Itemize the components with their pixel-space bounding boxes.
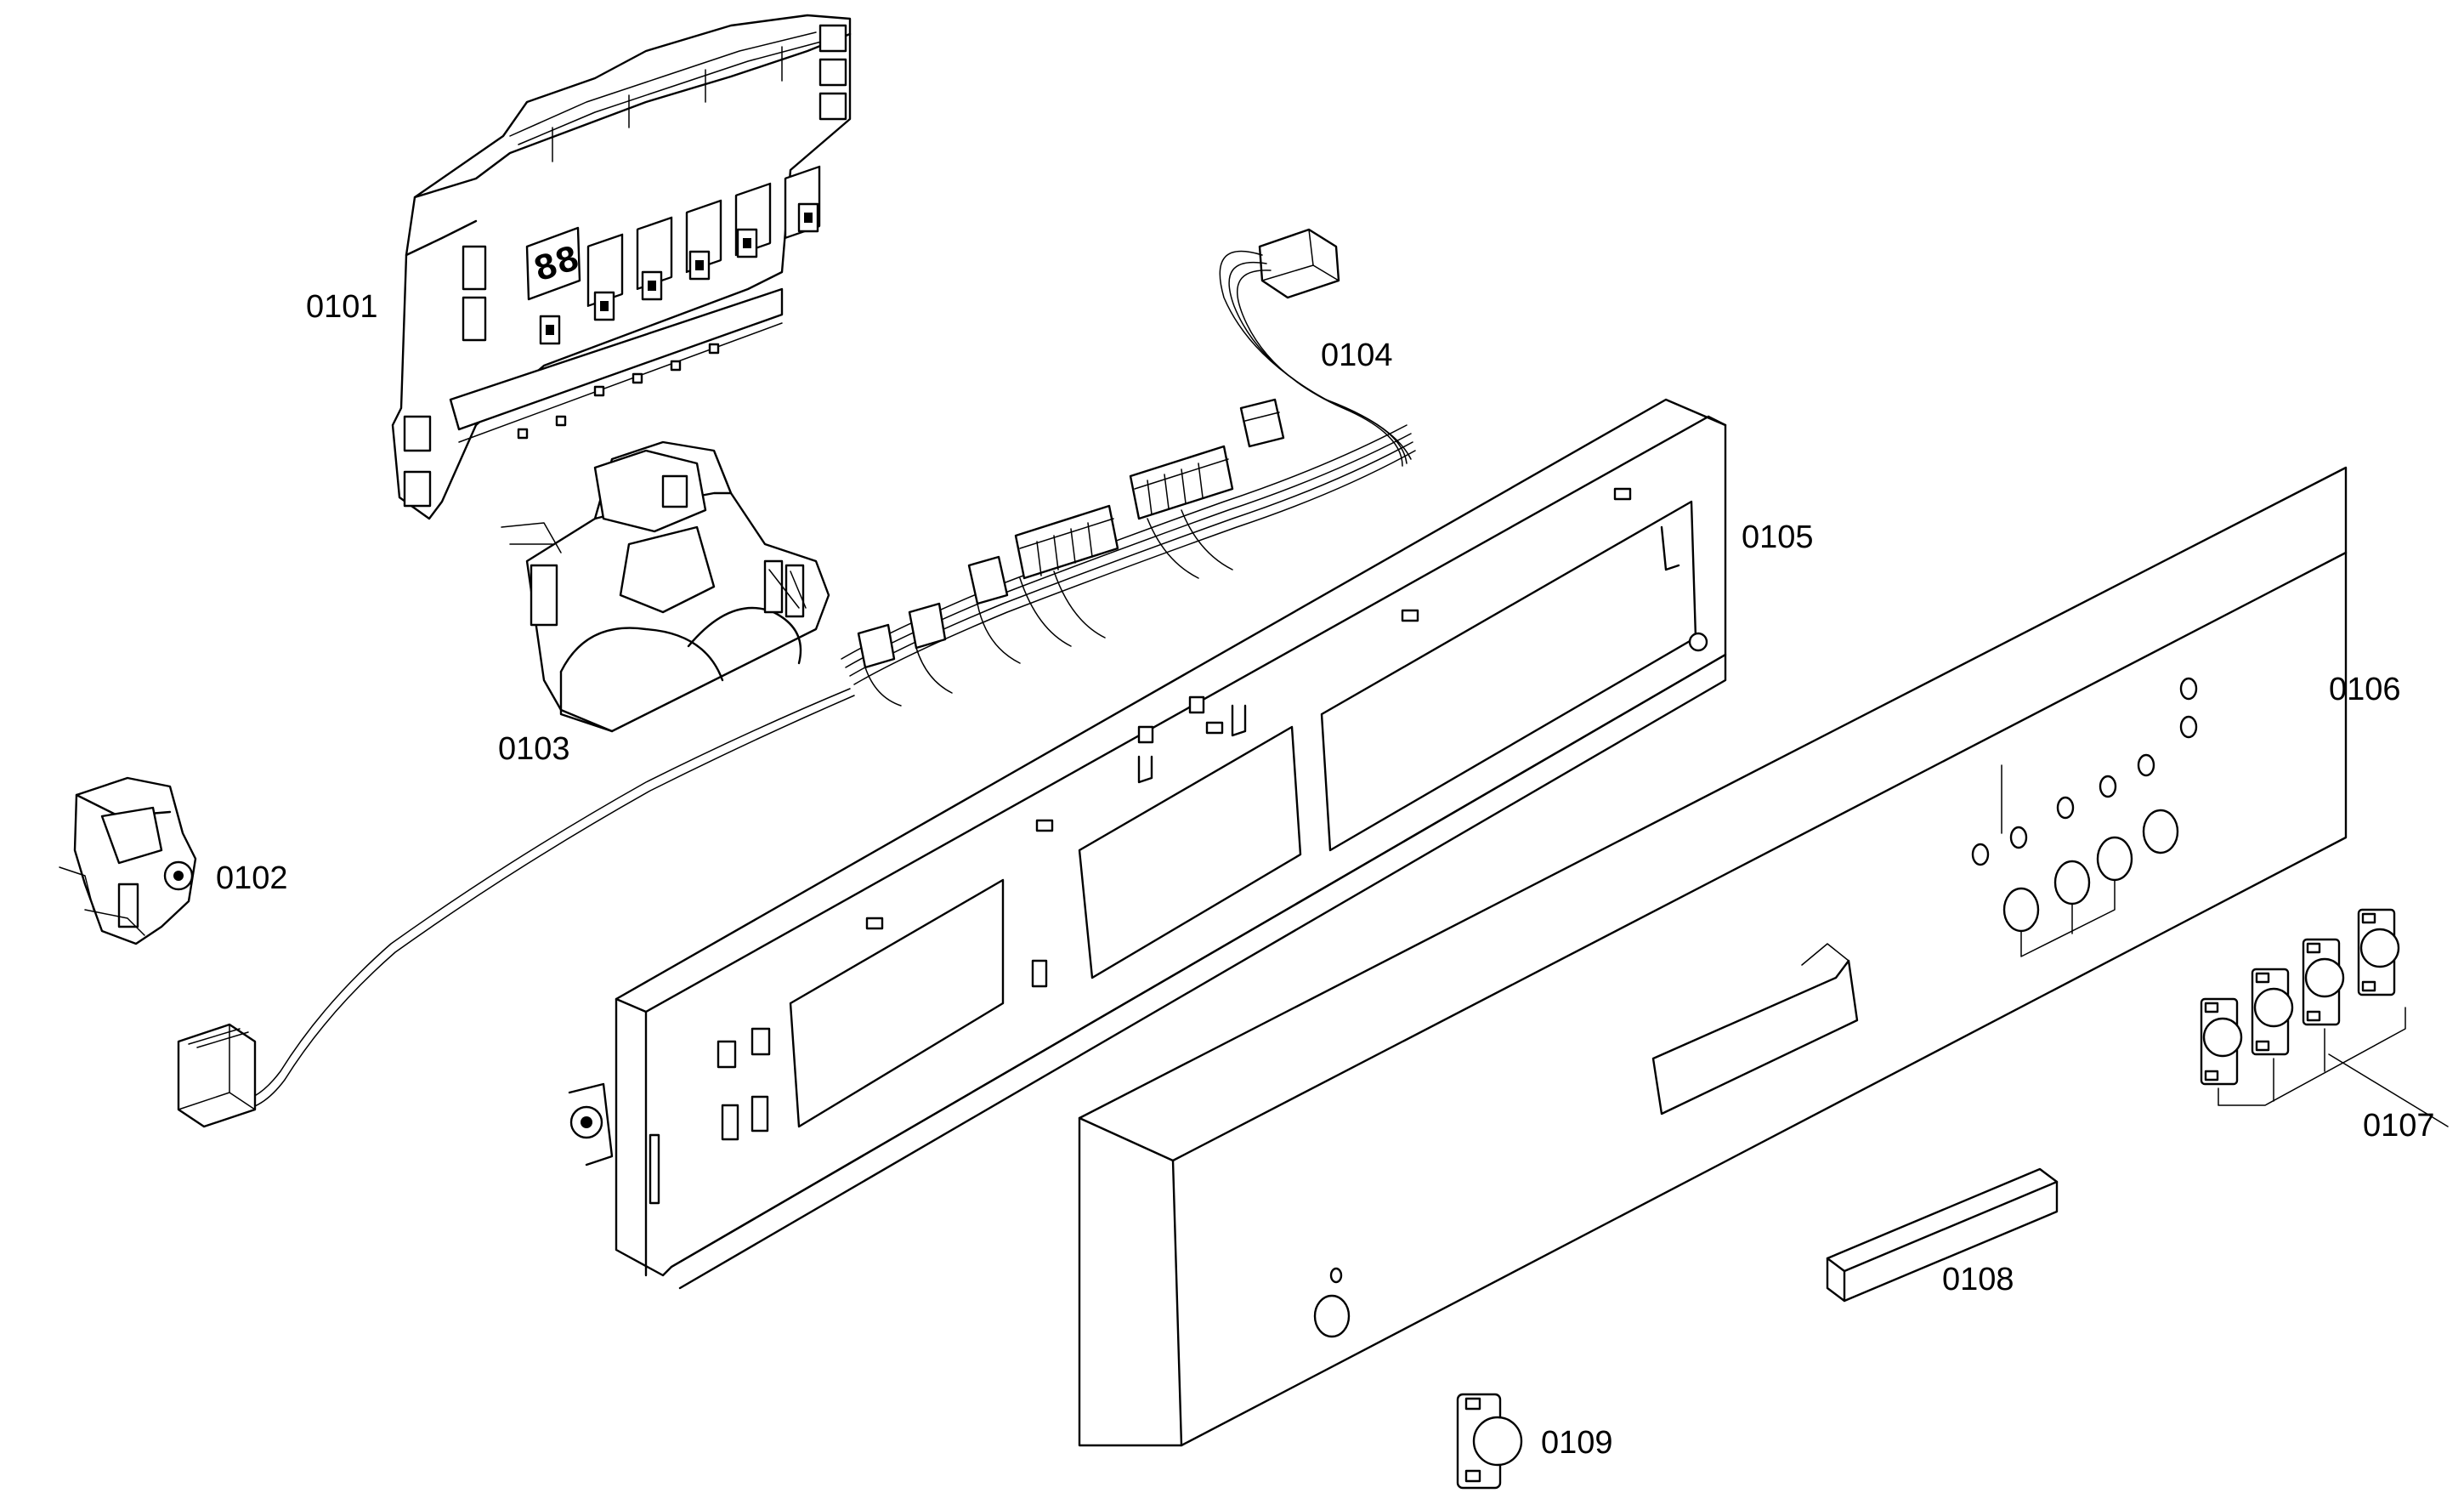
part-0107-button-set [2200, 908, 2449, 1127]
label-0107: 0107 [2363, 1108, 2435, 1144]
part-0103-switch-assembly [501, 440, 830, 733]
part-0102-sensor [59, 776, 197, 945]
label-0106: 0106 [2329, 672, 2401, 707]
part-0106-front-panel [1078, 466, 2348, 1447]
label-0103: 0103 [498, 731, 570, 767]
part-0108-handle-strip [1826, 1167, 2059, 1303]
part-0105-console-frame [568, 398, 1727, 1290]
label-0101: 0101 [306, 289, 378, 325]
label-0108: 0108 [1942, 1262, 2014, 1297]
part-0109-button [1456, 1393, 1523, 1490]
label-0104: 0104 [1321, 338, 1393, 373]
part-0101-electronic-module: 88 [391, 14, 852, 520]
label-0109: 0109 [1541, 1425, 1613, 1461]
label-0105: 0105 [1742, 519, 1814, 555]
part-0104-wire-harness [177, 228, 1416, 1128]
label-0102: 0102 [216, 860, 288, 896]
